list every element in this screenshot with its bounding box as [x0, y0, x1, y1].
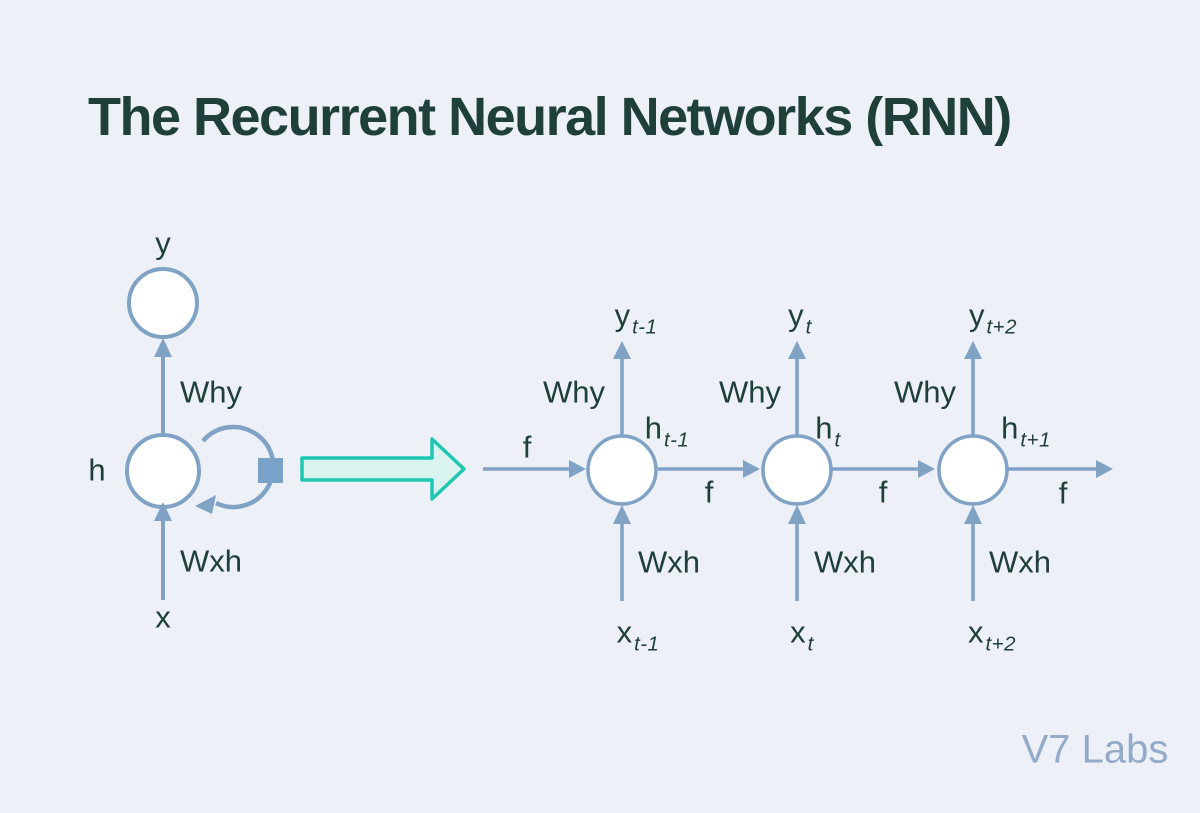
wxh-arrowhead-icon — [154, 502, 172, 521]
cell3-hidden-node — [937, 434, 1009, 506]
label-cell1-input: xt-1 — [616, 614, 660, 656]
label-cell2-why: Why — [719, 374, 781, 410]
label-cell1-wxh: Wxh — [638, 544, 700, 580]
label-cell1-output: yt-1 — [614, 297, 658, 339]
cell2-hidden-node — [761, 434, 833, 506]
label-cell3-hidden: ht+1 — [1001, 410, 1051, 452]
cell1-in-arrowhead-icon — [569, 460, 586, 478]
label-cell3-input: xt+2 — [968, 614, 1016, 656]
cell1-cell2-arrowhead-icon — [743, 460, 760, 478]
output-node — [127, 267, 199, 339]
label-cell3-f-out: f — [1058, 475, 1068, 511]
cell2-input-arrowhead-icon — [788, 505, 806, 524]
label-cell3-why: Why — [894, 374, 956, 410]
v7-labs-watermark: V7 Labs — [1021, 727, 1169, 772]
label-cell1-why: Why — [543, 374, 605, 410]
self-loop-arrowhead-icon — [195, 495, 216, 514]
label-cell3-output: yt+2 — [969, 297, 1017, 339]
delay-square-icon — [258, 458, 283, 483]
label-cell2-output: yt — [788, 297, 812, 339]
label-cell2-wxh: Wxh — [814, 544, 876, 580]
cell2-cell3-arrowhead-icon — [918, 460, 935, 478]
label-cell2-input: xt — [790, 614, 814, 656]
cell1-input-arrowhead-icon — [613, 505, 631, 524]
hidden-state-node — [125, 433, 201, 509]
cell3-output-arrowhead-icon — [964, 341, 982, 359]
cell3-out-arrowhead-icon — [1096, 460, 1113, 478]
unroll-arrow-icon — [300, 437, 466, 501]
label-cell2-f-out: f — [878, 474, 888, 510]
cell3-input-arrowhead-icon — [964, 505, 982, 524]
label-state-h: h — [88, 452, 106, 488]
why-arrowhead-icon — [154, 338, 172, 357]
cell2-output-arrowhead-icon — [788, 341, 806, 359]
label-output-y: y — [155, 225, 171, 261]
cell1-hidden-node — [586, 434, 658, 506]
cell1-output-arrowhead-icon — [613, 341, 631, 359]
label-cell3-wxh: Wxh — [989, 544, 1051, 580]
label-input-x: x — [155, 599, 171, 635]
page-title: The Recurrent Neural Networks (RNN) — [88, 87, 1012, 147]
label-weight-wxh: Wxh — [180, 543, 242, 579]
label-cell2-hidden: ht — [815, 410, 841, 452]
label-f-in: f — [522, 429, 532, 465]
label-cell1-hidden: ht-1 — [644, 410, 690, 452]
label-cell1-f-out: f — [704, 474, 714, 510]
label-weight-why: Why — [180, 374, 242, 410]
